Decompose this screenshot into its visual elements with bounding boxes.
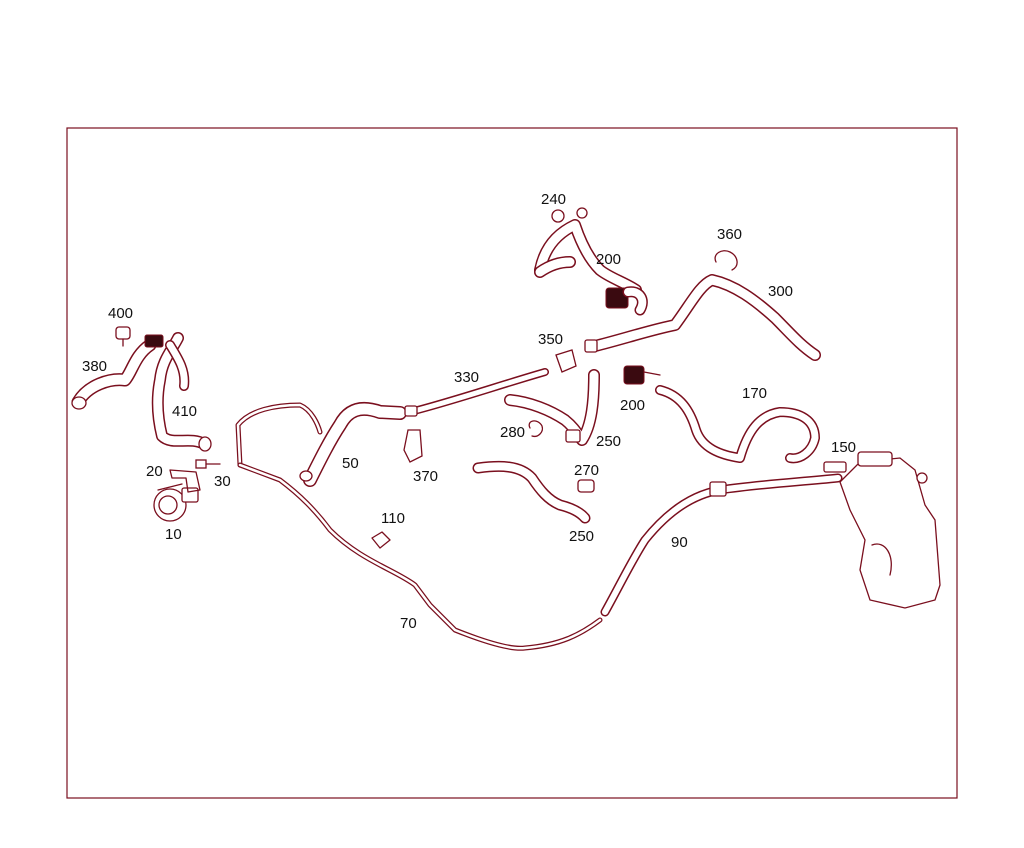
hose-410[interactable] — [151, 332, 212, 452]
hose-250-upper[interactable] — [504, 369, 600, 446]
bolt-30[interactable] — [195, 459, 221, 469]
hose-50[interactable] — [299, 401, 407, 487]
callout-200-top: 200 — [596, 251, 621, 268]
clip-280[interactable] — [528, 420, 544, 438]
callout-410: 410 — [172, 403, 197, 420]
callout-20: 20 — [146, 463, 163, 480]
hose-380[interactable] — [71, 338, 157, 410]
callout-150: 150 — [831, 439, 856, 456]
connector-400[interactable] — [115, 326, 164, 348]
callout-300: 300 — [768, 283, 793, 300]
callout-280: 280 — [500, 424, 525, 441]
callout-10: 10 — [165, 526, 182, 543]
callout-350: 350 — [538, 331, 563, 348]
connector-270[interactable] — [577, 479, 595, 493]
callout-240: 240 — [541, 191, 566, 208]
callout-90: 90 — [671, 534, 688, 551]
callout-50: 50 — [342, 455, 359, 472]
callout-200-middle: 200 — [620, 397, 645, 414]
bracket-20[interactable] — [169, 469, 201, 493]
callout-400: 400 — [108, 305, 133, 322]
fitting-350[interactable] — [555, 349, 577, 373]
pipe-330[interactable] — [404, 368, 549, 417]
connector-150[interactable] — [823, 461, 847, 473]
hose-300[interactable] — [584, 274, 821, 361]
callout-30: 30 — [214, 473, 231, 490]
clip-110[interactable] — [371, 531, 391, 549]
pipe-90[interactable] — [600, 473, 843, 617]
callout-110: 110 — [381, 510, 405, 527]
reservoir-tank[interactable] — [839, 451, 941, 609]
callout-380: 380 — [82, 358, 107, 375]
hose-240[interactable] — [534, 207, 642, 296]
pipe-70[interactable] — [235, 402, 603, 651]
callout-330: 330 — [454, 369, 479, 386]
hose-250-lower[interactable] — [472, 460, 591, 524]
callout-270: 270 — [574, 462, 599, 479]
bracket-370[interactable] — [403, 429, 423, 463]
valve-200-top[interactable] — [605, 286, 648, 316]
callout-70: 70 — [400, 615, 417, 632]
clip-360[interactable] — [714, 250, 738, 271]
callout-360: 360 — [717, 226, 742, 243]
callout-250-lower: 250 — [569, 528, 594, 545]
callout-250-upper: 250 — [596, 433, 621, 450]
callout-170: 170 — [742, 385, 767, 402]
valve-200-middle[interactable] — [623, 365, 661, 385]
callout-370: 370 — [413, 468, 438, 485]
hose-170[interactable] — [655, 385, 820, 464]
